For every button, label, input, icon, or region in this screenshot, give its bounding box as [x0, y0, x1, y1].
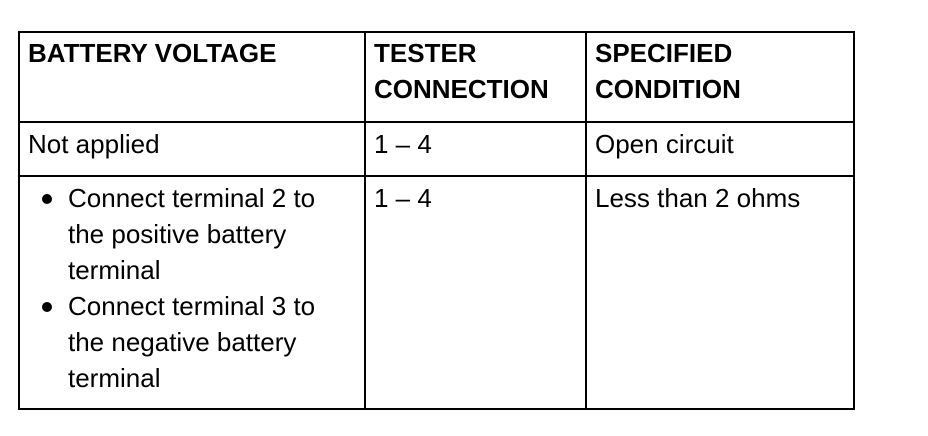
- header-tester-connection: TESTER CONNECTION: [364, 31, 587, 123]
- cell-tester-connection: 1 – 4: [364, 175, 587, 410]
- header-battery-voltage: BATTERY VOLTAGE: [18, 31, 366, 123]
- step-list: Connect terminal 2 to the positive batte…: [28, 180, 356, 396]
- inspection-table: BATTERY VOLTAGE TESTER CONNECTION SPECIF…: [18, 31, 855, 410]
- cell-tester-connection: 1 – 4: [364, 121, 587, 177]
- bullet-icon: [42, 194, 52, 204]
- header-specified-condition: SPECIFIED CONDITION: [585, 31, 855, 123]
- cell-battery-voltage: Connect terminal 2 to the positive batte…: [18, 175, 366, 410]
- cell-battery-voltage: Not applied: [18, 121, 366, 177]
- list-item: Connect terminal 3 to the negative batte…: [28, 288, 356, 396]
- table-header-row: BATTERY VOLTAGE TESTER CONNECTION SPECIF…: [18, 31, 855, 123]
- list-item: Connect terminal 2 to the positive batte…: [28, 180, 356, 288]
- step-text: Connect terminal 3 to the negative batte…: [68, 291, 316, 393]
- cell-specified-condition: Open circuit: [585, 121, 855, 177]
- table-row: Not applied 1 – 4 Open circuit: [18, 121, 855, 177]
- cell-specified-condition: Less than 2 ohms: [585, 175, 855, 410]
- step-text: Connect terminal 2 to the positive batte…: [68, 183, 316, 285]
- bullet-icon: [42, 302, 52, 312]
- table-row: Connect terminal 2 to the positive batte…: [18, 175, 855, 410]
